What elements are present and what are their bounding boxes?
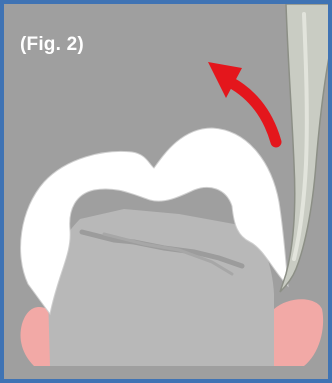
figure-label: (Fig. 2): [20, 34, 84, 56]
crown-removal-illustration: [4, 4, 332, 383]
curved-arrow-shaft: [230, 82, 276, 142]
gum-right: [272, 299, 323, 366]
